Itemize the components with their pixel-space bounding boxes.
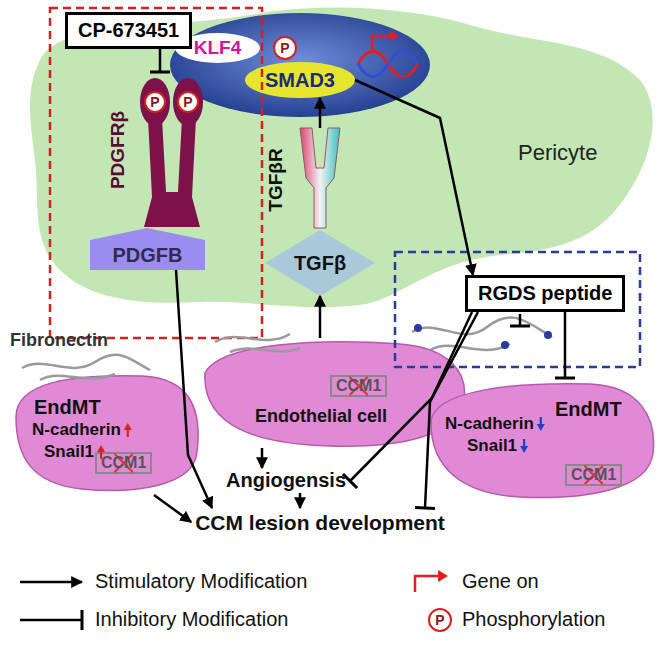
rgd-dots bbox=[414, 324, 552, 349]
legend-stimulatory-sample bbox=[20, 581, 82, 584]
process-label: Angiogensis bbox=[222, 468, 350, 493]
inhibitory-connector bbox=[425, 312, 472, 508]
pdgfb-ligand: PDGFB bbox=[90, 228, 205, 270]
node-text: TGFβR bbox=[264, 148, 288, 211]
node-text: CCM1 bbox=[571, 466, 616, 484]
arrow-head bbox=[124, 423, 132, 430]
endothelial-cell: EndMTN-cadherinSnail1CCM1 bbox=[12, 372, 202, 495]
node-text: KLF4 bbox=[194, 37, 242, 59]
node-text: CCM1 bbox=[101, 454, 146, 472]
legend-inhibitory-sample bbox=[20, 619, 82, 622]
node-text: Snail1 bbox=[467, 436, 517, 456]
node-text: CCM lesion development bbox=[195, 511, 445, 535]
stimulatory-arrow bbox=[299, 493, 302, 508]
inhibitory-connector bbox=[159, 49, 162, 72]
node-text: Pericyte bbox=[518, 140, 597, 166]
knockout-cross bbox=[585, 466, 603, 484]
phospho-circles bbox=[145, 37, 451, 631]
gene-box: CCM1 bbox=[330, 375, 387, 397]
stimulatory-arrow bbox=[176, 270, 212, 508]
stimulatory-arrow bbox=[261, 448, 264, 468]
dna-helix bbox=[358, 51, 418, 77]
peptide-region bbox=[395, 252, 640, 367]
structure-label: Fibronectin bbox=[10, 330, 108, 350]
stimulatory-arrow bbox=[319, 98, 322, 128]
stimulatory-arrow bbox=[154, 495, 191, 522]
node-text: Angiogensis bbox=[226, 469, 346, 492]
inhibitor-region bbox=[50, 8, 262, 338]
gene-box: CCM1 bbox=[95, 452, 152, 474]
rgds-block bbox=[519, 314, 522, 326]
inhibitor-box: CP-673451 bbox=[65, 12, 192, 49]
node-text: N-cadherin bbox=[445, 414, 534, 434]
legend-text: Stimulatory Modification bbox=[95, 570, 307, 593]
phospho-mark: P bbox=[150, 94, 159, 110]
legend-entry: Gene on bbox=[462, 570, 539, 593]
legend-entry: Stimulatory Modification bbox=[95, 570, 307, 593]
peptide-box: RGDS peptide bbox=[465, 275, 625, 312]
legend-entry: Phosphorylation bbox=[462, 608, 605, 631]
tgfb-ligand: TGFβ bbox=[265, 230, 375, 296]
arrow-head bbox=[520, 446, 528, 453]
node-text: EndMT bbox=[555, 398, 622, 421]
legend-gene-on-sample bbox=[415, 570, 448, 592]
node-text: RGDS peptide bbox=[478, 282, 612, 305]
node-text: Endothelial cell bbox=[255, 406, 387, 427]
smad3-factor: SMAD3 bbox=[245, 62, 355, 98]
gene-on-arrow bbox=[372, 31, 399, 50]
node-text: Snail1 bbox=[44, 442, 94, 462]
node-text: PDGFRβ bbox=[106, 111, 130, 189]
node-text: CCM1 bbox=[336, 377, 381, 395]
phospho-mark: P bbox=[435, 612, 444, 628]
node-text: N-cadherin bbox=[32, 420, 121, 440]
node-text: CP-673451 bbox=[78, 19, 179, 42]
node-shape bbox=[425, 378, 660, 503]
legend-entry: Inhibitory Modification bbox=[95, 608, 288, 631]
endothelial-cell: EndMT N-cadherinSnail1CCM1 bbox=[425, 378, 660, 503]
node-text: PDGFB bbox=[113, 244, 183, 267]
stimulatory-arrow bbox=[319, 296, 322, 338]
node-text: TGFβ bbox=[294, 252, 346, 275]
legend-text: Phosphorylation bbox=[462, 608, 605, 631]
inhibitory-connector bbox=[564, 312, 567, 378]
arrow-head bbox=[537, 424, 545, 431]
knockout-cross bbox=[115, 454, 133, 472]
phospho-mark: P bbox=[183, 94, 192, 110]
legend-text: Gene on bbox=[462, 570, 539, 593]
outcome-label: CCM lesion development bbox=[191, 508, 449, 538]
arrow-head bbox=[97, 445, 105, 452]
gene-box: CCM1 bbox=[565, 464, 622, 486]
phospho-mark: P bbox=[280, 40, 289, 56]
legend-text: Inhibitory Modification bbox=[95, 608, 288, 631]
knockout-cross bbox=[350, 377, 368, 395]
node-text: SMAD3 bbox=[265, 69, 335, 92]
stimulatory-arrow bbox=[355, 80, 473, 275]
node-text: EndMT bbox=[34, 396, 101, 419]
tgfbr-receptor: TGFβR bbox=[262, 128, 357, 228]
